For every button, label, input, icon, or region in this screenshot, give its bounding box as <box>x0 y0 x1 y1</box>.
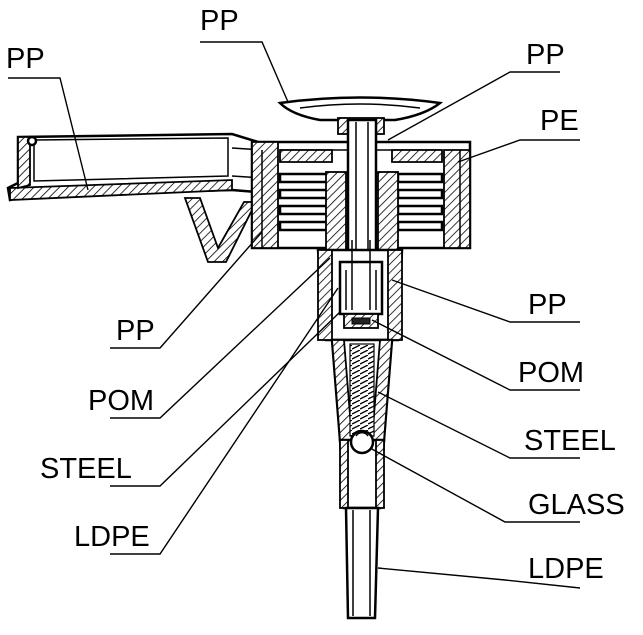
lock-clip <box>183 197 258 263</box>
label-top-left: PP <box>6 43 45 75</box>
pump-housing <box>316 240 404 342</box>
label-left-3: STEEL <box>40 453 132 485</box>
glass-ball <box>338 429 386 510</box>
nozzle-spout <box>6 132 270 202</box>
label-right-3: PP <box>528 289 567 321</box>
label-right-1: PP <box>526 39 565 71</box>
label-top-center: PP <box>200 5 239 37</box>
pump-cylinder <box>330 338 394 442</box>
label-right-7: LDPE <box>528 553 604 585</box>
dip-tube <box>344 506 380 620</box>
label-right-6: GLASS <box>528 489 625 521</box>
closure-cap <box>250 140 472 250</box>
label-left-1: PP <box>116 315 155 347</box>
label-left-4: LDPE <box>74 521 150 553</box>
leader-lines <box>8 41 581 589</box>
label-right-5: STEEL <box>524 425 616 457</box>
label-right-4: POM <box>518 357 584 389</box>
label-left-2: POM <box>88 385 154 417</box>
label-right-2: PE <box>540 105 579 137</box>
